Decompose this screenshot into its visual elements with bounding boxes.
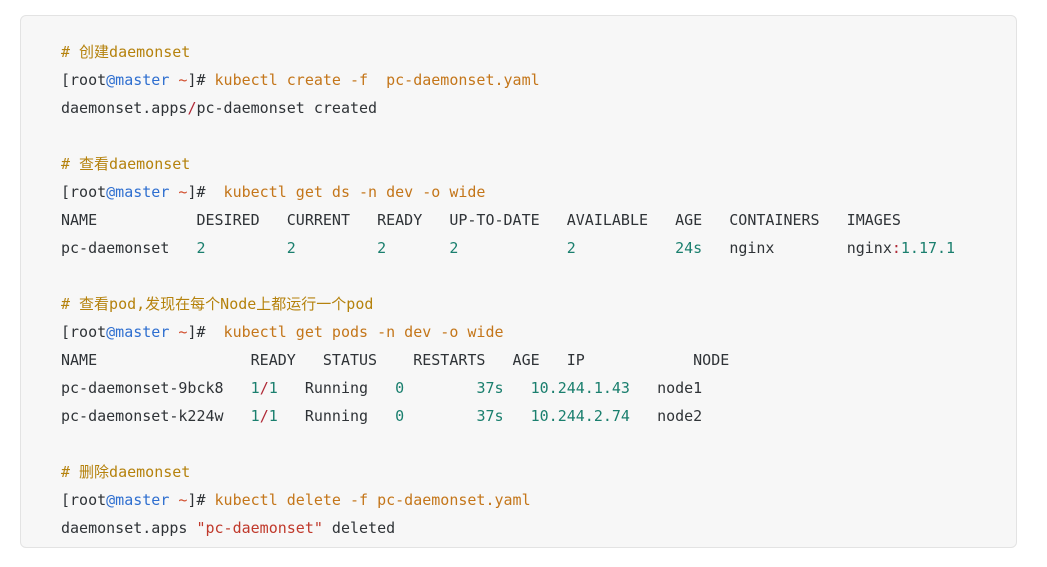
- output-suffix: pc-daemonset created: [196, 99, 378, 117]
- pod-cell-ready-den: 1: [268, 407, 278, 425]
- comment-text: # 查看pod,发现在每个Node上都运行一个pod: [61, 295, 374, 313]
- prompt-user: [root: [61, 491, 107, 509]
- code-block: # 创建daemonset [root@master ~]# kubectl c…: [20, 15, 1017, 548]
- prompt-host: @master: [106, 323, 170, 341]
- ds-cell-name: pc-daemonset: [61, 239, 170, 257]
- ds-cell-desired: 2: [196, 239, 206, 257]
- comment-text: # 创建daemonset: [61, 43, 191, 61]
- prompt-user: [root: [61, 323, 107, 341]
- comment-line-create: # 创建daemonset: [61, 38, 1016, 66]
- delete-output-prefix: daemonset.apps: [61, 519, 197, 537]
- delete-output-suffix: deleted: [322, 519, 396, 537]
- prompt-tilde: ~: [169, 323, 188, 341]
- pod-table-row: pc-daemonset-9bck8 1/1 Running 0 37s 10.…: [61, 374, 1016, 402]
- pod-cell-ip: 10.244.1.43: [530, 379, 630, 397]
- comment-text: # 删除daemonset: [61, 463, 191, 481]
- command-line-get-ds: [root@master ~]# kubectl get ds -n dev -…: [61, 178, 1016, 206]
- output-line-delete: daemonset.apps "pc-daemonset" deleted: [61, 514, 1016, 542]
- command-line-delete: [root@master ~]# kubectl delete -f pc-da…: [61, 486, 1016, 514]
- prompt-end: ]#: [187, 71, 206, 89]
- ds-cell-ready: 2: [377, 239, 387, 257]
- ds-cell-image-name: nginx: [846, 239, 892, 257]
- pod-cell-ready-num: 1: [250, 407, 260, 425]
- pod-cell-ip: 10.244.2.74: [530, 407, 630, 425]
- command-text-create: kubectl create -f pc-daemonset.yaml: [205, 71, 540, 89]
- prompt-tilde: ~: [169, 491, 188, 509]
- pod-cell-restarts: 0: [395, 407, 405, 425]
- pod-table-row: pc-daemonset-k224w 1/1 Running 0 37s 10.…: [61, 402, 1016, 430]
- command-line-get-pods: [root@master ~]# kubectl get pods -n dev…: [61, 318, 1016, 346]
- ds-cell-available: 2: [566, 239, 576, 257]
- prompt-end: ]#: [187, 491, 206, 509]
- pod-cell-ready-num: 1: [250, 379, 260, 397]
- prompt-end: ]#: [187, 183, 206, 201]
- ds-cell-image-tag: 1.17.1: [900, 239, 956, 257]
- comment-line-get-pods: # 查看pod,发现在每个Node上都运行一个pod: [61, 290, 1016, 318]
- pod-cell-age: 37s: [476, 407, 504, 425]
- pod-cell-age: 37s: [476, 379, 504, 397]
- pod-cell-node: node1: [657, 379, 703, 397]
- ds-cell-up-to-date: 2: [449, 239, 459, 257]
- command-text-get-ds: kubectl get ds -n dev -o wide: [205, 183, 486, 201]
- pod-table-header: NAME READY STATUS RESTARTS AGE IP NODE: [61, 346, 1016, 374]
- prompt-user: [root: [61, 71, 107, 89]
- pod-cell-name: pc-daemonset-k224w: [61, 407, 224, 425]
- ds-cell-current: 2: [286, 239, 296, 257]
- prompt-host: @master: [106, 183, 170, 201]
- ds-table-row: pc-daemonset 2 2 2 2 2 24s nginx nginx:1…: [61, 234, 1016, 262]
- output-prefix: daemonset.apps: [61, 99, 188, 117]
- blank-line-3: [61, 430, 1016, 458]
- prompt-host: @master: [106, 491, 170, 509]
- output-slash: /: [187, 99, 197, 117]
- prompt-user: [root: [61, 183, 107, 201]
- comment-line-get-ds: # 查看daemonset: [61, 150, 1016, 178]
- delete-quote-open: ": [196, 519, 206, 537]
- pod-cell-restarts: 0: [395, 379, 405, 397]
- prompt-tilde: ~: [169, 183, 188, 201]
- delete-object-name: pc-daemonset: [205, 519, 314, 537]
- delete-quote-close: ": [313, 519, 323, 537]
- pod-cell-name: pc-daemonset-9bck8: [61, 379, 224, 397]
- ds-cell-age: 24s: [675, 239, 703, 257]
- ds-table-header: NAME DESIRED CURRENT READY UP-TO-DATE AV…: [61, 206, 1016, 234]
- pod-cell-status: Running: [304, 379, 369, 397]
- comment-line-delete: # 删除daemonset: [61, 458, 1016, 486]
- prompt-tilde: ~: [169, 71, 188, 89]
- blank-line-1: [61, 122, 1016, 150]
- command-line-create: [root@master ~]# kubectl create -f pc-da…: [61, 66, 1016, 94]
- comment-text: # 查看daemonset: [61, 155, 191, 173]
- prompt-host: @master: [106, 71, 170, 89]
- ds-cell-image-colon: :: [891, 239, 901, 257]
- pod-cell-ready-slash: /: [259, 407, 269, 425]
- ds-cell-containers: nginx: [729, 239, 775, 257]
- output-line-create: daemonset.apps/pc-daemonset created: [61, 94, 1016, 122]
- pod-cell-ready-slash: /: [259, 379, 269, 397]
- blank-line-2: [61, 262, 1016, 290]
- pod-cell-ready-den: 1: [268, 379, 278, 397]
- command-text-get-pods: kubectl get pods -n dev -o wide: [205, 323, 504, 341]
- pod-table-header-text: NAME READY STATUS RESTARTS AGE IP NODE: [61, 351, 730, 369]
- pod-cell-node: node2: [657, 407, 703, 425]
- ds-table-header-text: NAME DESIRED CURRENT READY UP-TO-DATE AV…: [61, 211, 901, 229]
- prompt-end: ]#: [187, 323, 206, 341]
- pod-cell-status: Running: [304, 407, 369, 425]
- command-text-delete: kubectl delete -f pc-daemonset.yaml: [205, 491, 531, 509]
